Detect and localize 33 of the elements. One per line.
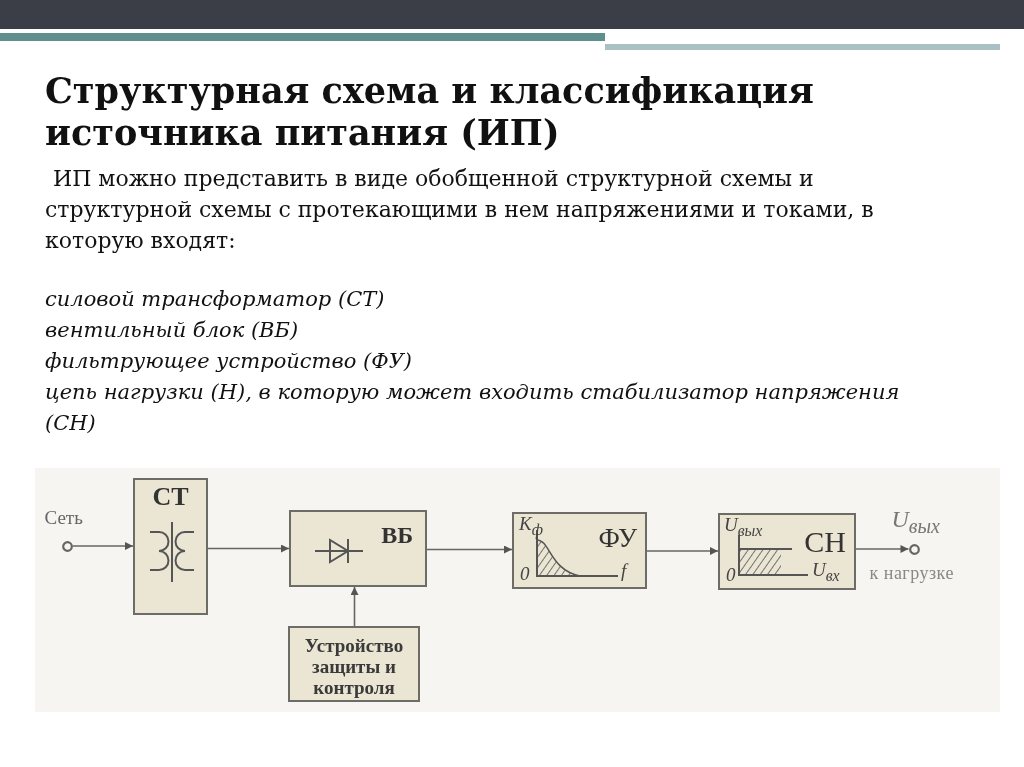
block-box [512, 512, 647, 589]
block-box [718, 513, 856, 590]
terminal-icon [61, 540, 73, 552]
block-label: Устройство защиты и контроля [303, 635, 405, 698]
block-box [133, 478, 208, 615]
arrow [855, 545, 910, 553]
arrow [71, 542, 134, 550]
terminal-label: Сеть [44, 506, 83, 529]
terminal-icon [908, 543, 920, 555]
intro-paragraph: ИП можно представить в виде обобщенной структурной схемы и структурной схемы с протекающими в нем напряжениями и токами, в которую входят: [45, 165, 875, 255]
block-label: ВБ [381, 522, 413, 548]
terminal-label: к нагрузке [869, 562, 954, 584]
block-label: ФУ [598, 524, 637, 552]
list-item: силовой трансформатор (СТ) [45, 286, 386, 313]
block-label: СТ [151, 483, 190, 511]
arrow [426, 545, 513, 554]
arrow [207, 544, 290, 553]
axis-label: f [621, 561, 627, 581]
slide-title: Структурная схема и классификация источника питания (ИП) [45, 70, 815, 154]
arrow [350, 586, 359, 627]
list-item: вентильный блок (ВБ) [45, 317, 300, 344]
list-item: цепь нагрузки (Н), в которую может входить стабилизатор напряжения (СН) [45, 379, 901, 437]
list-item: фильтрующее устройство (ФУ) [45, 348, 414, 375]
block-box [289, 510, 427, 587]
axis-label: 0 [726, 565, 736, 585]
block-label: СН [804, 526, 846, 558]
block-box [288, 626, 420, 702]
axis-label: 0 [520, 564, 530, 584]
arrow [646, 547, 719, 555]
axis-label: K$_{ф}$ [519, 514, 543, 540]
axis-label: U$_{вх}$ [812, 560, 840, 586]
axis-label: U$_{вых}$ [724, 515, 763, 541]
terminal-label: U$_{вых}$ [891, 505, 940, 538]
